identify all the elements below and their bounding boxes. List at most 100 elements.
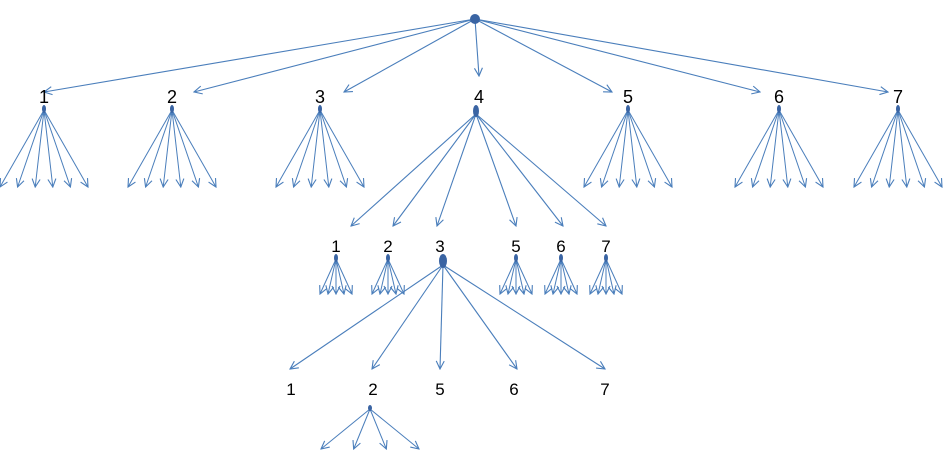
level3-edge: [442, 264, 605, 369]
level2-3-fan-arrow: [500, 258, 517, 294]
level1-1-fan-arrow: [128, 109, 173, 187]
level1-4-node: [626, 105, 630, 113]
level1-0-fan-arrow: [43, 109, 70, 187]
level1-0-fan-arrow: [0, 109, 45, 187]
level1-0-fan-arrow: [43, 109, 53, 187]
level1-label: 2: [167, 87, 177, 107]
level2-edge: [393, 113, 477, 226]
level1-1-fan-arrow: [171, 109, 198, 187]
level1-2-fan-arrow: [319, 109, 346, 187]
level1-label: 3: [315, 87, 325, 107]
level2-1-fan-arrow: [372, 258, 389, 294]
level1-label: 6: [774, 87, 784, 107]
level1-6-fan-arrow: [872, 109, 899, 187]
level3-label: 2: [368, 380, 377, 399]
level3-edge: [372, 264, 444, 369]
root-edge: [474, 18, 760, 92]
level1-2-node: [318, 105, 322, 113]
level1-label: 5: [623, 87, 633, 107]
level1-4-fan-arrow: [602, 109, 629, 187]
level2-4-fan-arrow: [553, 258, 562, 294]
level2-5-fan-arrow: [598, 258, 607, 294]
level1-1-fan-arrow: [146, 109, 173, 187]
level3-fan-arrow: [354, 408, 371, 449]
tree-edges: [0, 18, 942, 449]
root-node: [470, 14, 480, 24]
level2-0-node: [334, 254, 338, 262]
level2-4-fan-arrow: [560, 258, 577, 294]
level1-1-fan-arrow: [171, 109, 216, 187]
level2-edge: [475, 113, 563, 226]
level1-2-fan-arrow: [319, 109, 364, 187]
level3-label: 5: [435, 380, 444, 399]
root-edge: [474, 18, 888, 92]
level2-node-3: [439, 254, 447, 268]
level2-3-fan-arrow: [508, 258, 517, 294]
level1-2-fan-arrow: [294, 109, 321, 187]
level2-edge: [437, 113, 477, 226]
level1-0-node: [42, 105, 46, 113]
level2-label: 1: [331, 237, 340, 256]
level3-label: 7: [600, 380, 609, 399]
level1-0-fan-arrow: [43, 109, 88, 187]
level2-edge: [475, 113, 516, 226]
level1-4-fan-arrow: [627, 109, 637, 187]
level1-label: 1: [39, 87, 49, 107]
level3-fan-arrow: [369, 408, 419, 449]
level1-2-fan-arrow: [319, 109, 329, 187]
root-edge: [475, 18, 479, 76]
root-edge: [194, 18, 476, 92]
level2-5-node: [604, 254, 608, 262]
level3-fan-arrow: [369, 408, 386, 449]
level2-edge: [351, 113, 477, 226]
level2-label: 6: [556, 237, 565, 256]
level2-label: 3: [435, 237, 444, 256]
level1-5-fan-arrow: [770, 109, 780, 187]
root-edge: [344, 18, 476, 92]
level2-4-fan-arrow: [560, 258, 569, 294]
level1-5-node: [777, 105, 781, 113]
level2-1-node: [386, 254, 390, 262]
level3-node-2: [368, 405, 372, 411]
level3-edge: [290, 264, 444, 369]
level3-label: 1: [286, 380, 295, 399]
level2-5-fan-arrow: [605, 258, 614, 294]
level1-4-fan-arrow: [627, 109, 654, 187]
level2-3-fan-arrow: [515, 258, 532, 294]
level2-edge: [475, 113, 606, 226]
level1-0-fan-arrow: [18, 109, 45, 187]
level1-1-fan-arrow: [171, 109, 181, 187]
root-edge: [474, 18, 612, 92]
level1-6-fan-arrow: [897, 109, 907, 187]
level3-fan-arrow: [321, 408, 371, 449]
level1-6-node: [896, 105, 900, 113]
level1-4-fan-arrow: [584, 109, 629, 187]
level1-label: 4: [474, 87, 484, 107]
level2-4-node: [559, 254, 563, 262]
level1-node-4: [473, 105, 479, 117]
level1-5-fan-arrow: [753, 109, 780, 187]
level2-4-fan-arrow: [545, 258, 562, 294]
level2-5-fan-arrow: [605, 258, 622, 294]
level2-0-fan-arrow: [320, 258, 337, 294]
level1-2-fan-arrow: [311, 109, 321, 187]
level1-1-fan-arrow: [163, 109, 173, 187]
level1-6-fan-arrow: [889, 109, 899, 187]
level2-3-fan-arrow: [515, 258, 524, 294]
level2-label: 7: [601, 237, 610, 256]
level1-4-fan-arrow: [627, 109, 672, 187]
level3-edge: [440, 264, 443, 369]
level1-6-fan-arrow: [897, 109, 924, 187]
level1-5-fan-arrow: [778, 109, 823, 187]
level3-edge: [442, 264, 517, 369]
level2-1-fan-arrow: [387, 258, 404, 294]
level1-2-fan-arrow: [276, 109, 321, 187]
level3-label: 6: [509, 380, 518, 399]
level2-0-fan-arrow: [328, 258, 337, 294]
level1-6-fan-arrow: [897, 109, 942, 187]
level1-4-fan-arrow: [619, 109, 629, 187]
level1-5-fan-arrow: [735, 109, 780, 187]
level1-6-fan-arrow: [854, 109, 899, 187]
